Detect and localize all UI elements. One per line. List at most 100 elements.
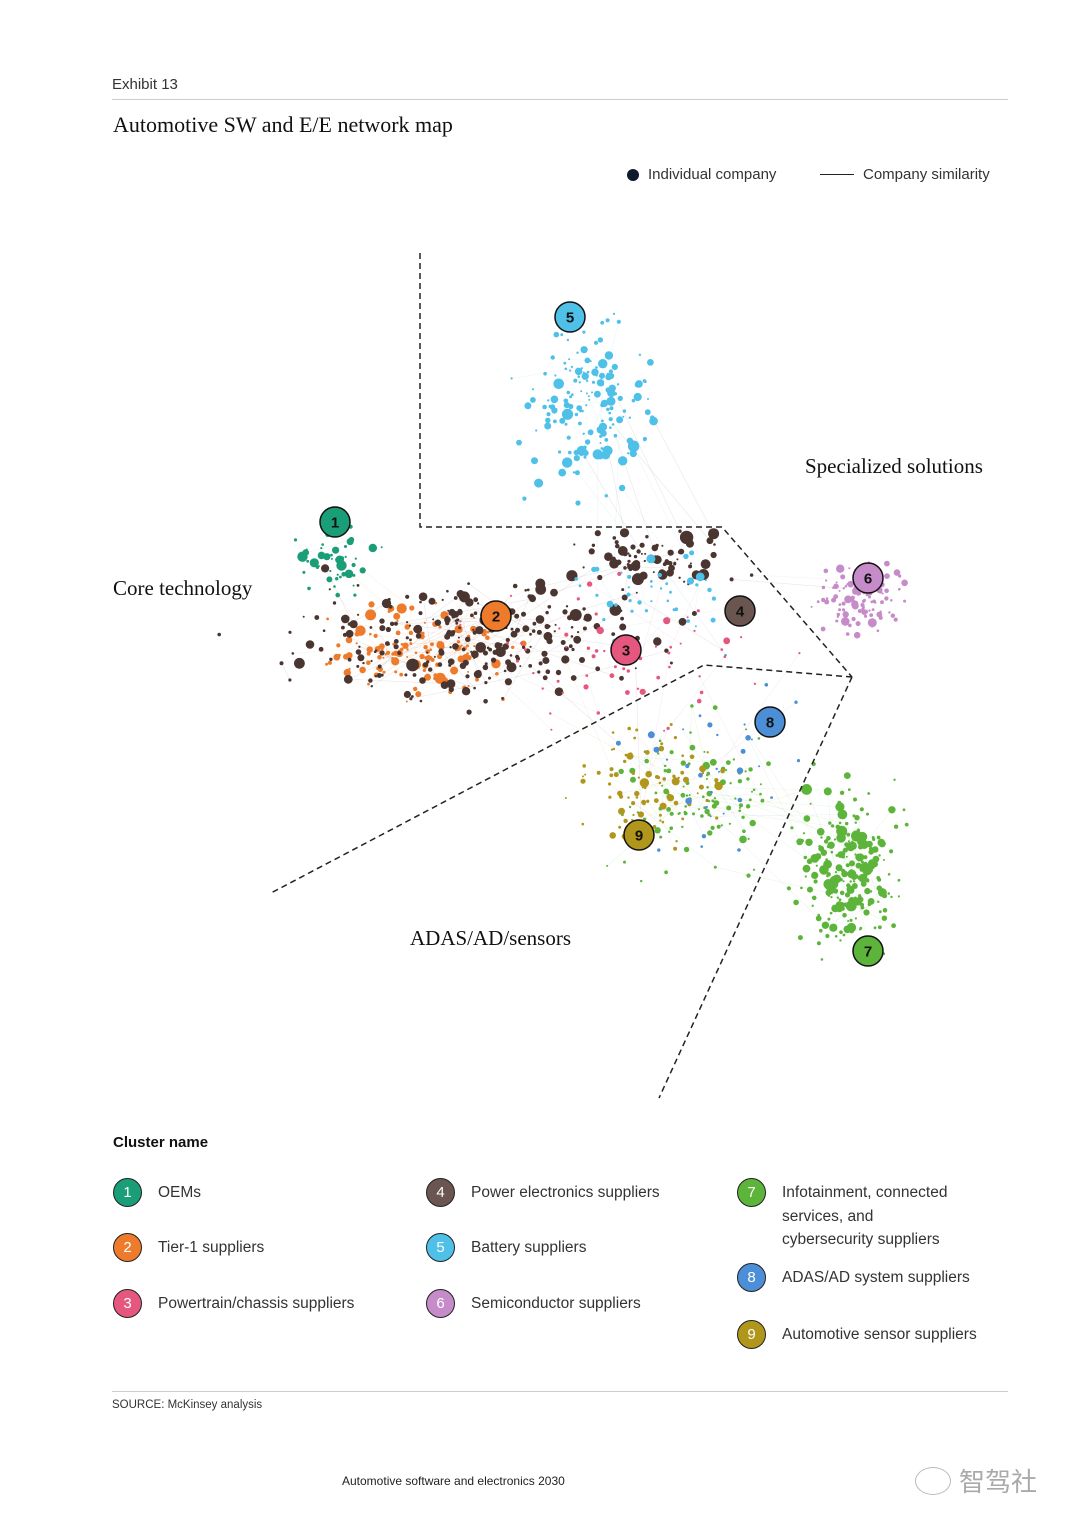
company-node [821, 585, 826, 590]
company-node [482, 664, 489, 671]
company-node [608, 795, 612, 799]
company-node [328, 588, 331, 591]
company-node [547, 605, 552, 609]
company-node [644, 609, 649, 613]
company-node [327, 660, 332, 665]
company-node [840, 906, 845, 911]
company-node [553, 419, 557, 424]
company-node [634, 667, 637, 670]
bottom-divider [112, 1391, 1008, 1392]
similarity-edge [458, 602, 470, 648]
company-node [825, 890, 832, 896]
company-node [543, 371, 547, 376]
company-node [826, 836, 831, 841]
company-node [593, 340, 599, 345]
company-node [616, 383, 620, 386]
company-node [386, 650, 391, 656]
company-node [606, 554, 612, 560]
company-node [796, 759, 801, 763]
similarity-edge [348, 678, 451, 685]
company-node [599, 434, 603, 438]
company-node [878, 925, 882, 930]
company-node [820, 849, 827, 856]
company-node [609, 773, 614, 778]
company-node [715, 767, 718, 771]
similarity-edge [629, 440, 687, 557]
company-node [877, 838, 886, 847]
company-node [857, 609, 862, 613]
company-node [529, 645, 532, 648]
cluster-marker-2: 2 [480, 600, 512, 632]
company-node [869, 613, 874, 617]
company-node [652, 825, 657, 829]
company-node [802, 832, 806, 835]
company-node [884, 573, 890, 579]
company-node [846, 883, 851, 888]
company-node [666, 807, 671, 812]
similarity-edge [338, 618, 346, 646]
company-node [828, 821, 832, 825]
company-node [515, 654, 520, 659]
cluster-legend-label: Power electronics suppliers [471, 1184, 660, 1201]
similarity-edge [644, 751, 683, 820]
company-node [600, 382, 605, 386]
company-node [897, 895, 901, 898]
company-node [583, 445, 587, 449]
company-node [345, 636, 353, 644]
company-node [439, 674, 443, 679]
company-node [456, 618, 460, 622]
similarity-edge [505, 670, 599, 714]
company-node [423, 645, 428, 650]
company-node [538, 661, 543, 666]
company-node [683, 580, 686, 583]
company-node [686, 577, 695, 585]
similarity-edge [711, 792, 847, 824]
company-node [627, 574, 632, 580]
company-node [759, 783, 762, 786]
company-node [418, 592, 428, 601]
company-node [573, 543, 576, 546]
company-node [588, 398, 591, 401]
company-node [564, 367, 568, 371]
similarity-edge [422, 596, 431, 650]
company-node [584, 439, 591, 445]
company-node [610, 748, 614, 751]
company-node [860, 863, 866, 869]
company-node [657, 752, 660, 755]
company-node [396, 619, 399, 623]
company-node [855, 621, 861, 627]
cluster-legend-label: Infotainment, connected services, and cy… [782, 1184, 948, 1248]
company-node [307, 586, 311, 591]
company-node [876, 885, 883, 891]
company-node [805, 838, 813, 846]
company-node [627, 726, 631, 731]
company-node [848, 897, 856, 905]
similarity-edge [430, 598, 533, 670]
company-node [669, 645, 672, 649]
company-node [475, 626, 484, 635]
company-node [603, 649, 606, 653]
company-node [659, 802, 667, 810]
company-node [368, 543, 377, 553]
company-node [625, 690, 630, 695]
company-node [568, 450, 572, 455]
company-node [368, 601, 375, 608]
similarity-edge [471, 567, 595, 653]
company-node [414, 661, 418, 664]
company-node [642, 802, 646, 806]
company-node [406, 656, 409, 658]
company-node [715, 816, 719, 820]
company-node [419, 699, 423, 703]
cluster-marker-label: 6 [864, 571, 872, 588]
company-node [393, 644, 399, 650]
company-node [790, 826, 794, 830]
company-node [447, 658, 455, 665]
company-node [579, 657, 585, 663]
company-node [855, 862, 862, 869]
company-node [745, 735, 751, 741]
company-node [852, 588, 855, 592]
company-node [532, 621, 537, 626]
company-node [643, 559, 646, 563]
company-node [382, 656, 385, 659]
